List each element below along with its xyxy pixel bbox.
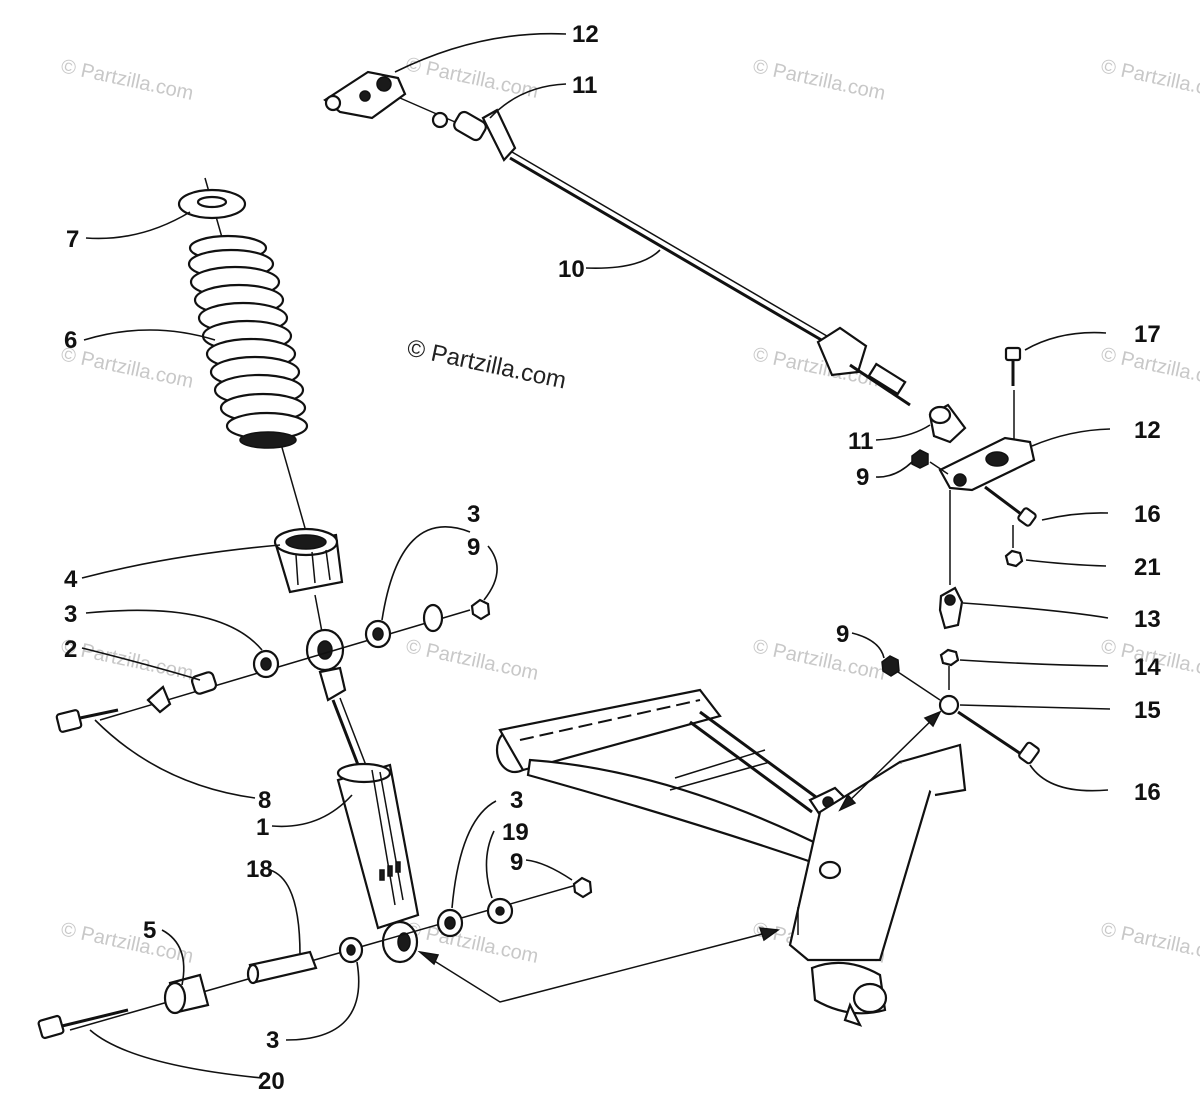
callout-16: 16	[1134, 779, 1161, 806]
callout-2: 2	[64, 636, 77, 663]
watermark: © Partzilla.com	[751, 343, 887, 393]
watermark: © Partzilla.com	[404, 918, 540, 968]
watermark: © Partzilla.com	[404, 635, 540, 685]
callout-21: 21	[1134, 554, 1161, 581]
callout-labels: 12 11 7 10 6 17 11 12 9 16 3 9 21 4 3 2 …	[64, 21, 1161, 1095]
callout-11: 11	[848, 428, 873, 455]
callout-17: 17	[1134, 321, 1161, 348]
right-linkage	[881, 346, 1040, 765]
shock-assembly	[177, 177, 781, 1003]
a-arm	[495, 688, 967, 1027]
callout-15: 15	[1134, 697, 1161, 724]
copyright-text: © Partzilla.com	[405, 334, 569, 394]
cable-assembly	[323, 70, 967, 444]
watermark: © Partzilla.com	[59, 55, 195, 105]
callout-9: 9	[467, 534, 480, 561]
callout-18: 18	[246, 856, 273, 883]
lower-mount-hardware	[37, 876, 593, 1040]
callout-3: 3	[266, 1027, 279, 1054]
callout-9: 9	[510, 849, 523, 876]
leader-lines	[81, 32, 1111, 1079]
part-drawings	[37, 70, 1040, 1040]
watermark: © Partzilla.com	[751, 635, 887, 685]
callout-10: 10	[558, 256, 585, 283]
watermark: © Partzilla.com	[1099, 55, 1200, 105]
callout-3: 3	[64, 601, 77, 628]
callout-6: 6	[64, 327, 77, 354]
callout-16: 16	[1134, 501, 1161, 528]
callout-9: 9	[856, 464, 869, 491]
callout-12: 12	[572, 21, 599, 48]
callout-13: 13	[1134, 606, 1161, 633]
spring	[187, 234, 309, 449]
callout-4: 4	[64, 566, 78, 593]
callout-3: 3	[467, 501, 480, 528]
watermark: © Partzilla.com	[751, 55, 887, 105]
upper-mount-hardware	[55, 598, 491, 733]
callout-20: 20	[258, 1068, 285, 1095]
callout-8: 8	[258, 787, 271, 814]
watermark: © Partzilla.com	[1099, 918, 1200, 968]
callout-19: 19	[502, 819, 529, 846]
watermark: © Partzilla.com	[59, 343, 195, 393]
callout-9: 9	[836, 621, 849, 648]
callout-12: 12	[1134, 417, 1161, 444]
callout-7: 7	[66, 226, 79, 253]
callout-11: 11	[572, 72, 597, 99]
callout-5: 5	[143, 917, 156, 944]
watermark: © Partzilla.com	[59, 918, 195, 968]
callout-3: 3	[510, 787, 523, 814]
callout-1: 1	[256, 814, 269, 841]
watermark: © Partzilla.com	[1099, 343, 1200, 393]
callout-14: 14	[1134, 654, 1161, 681]
